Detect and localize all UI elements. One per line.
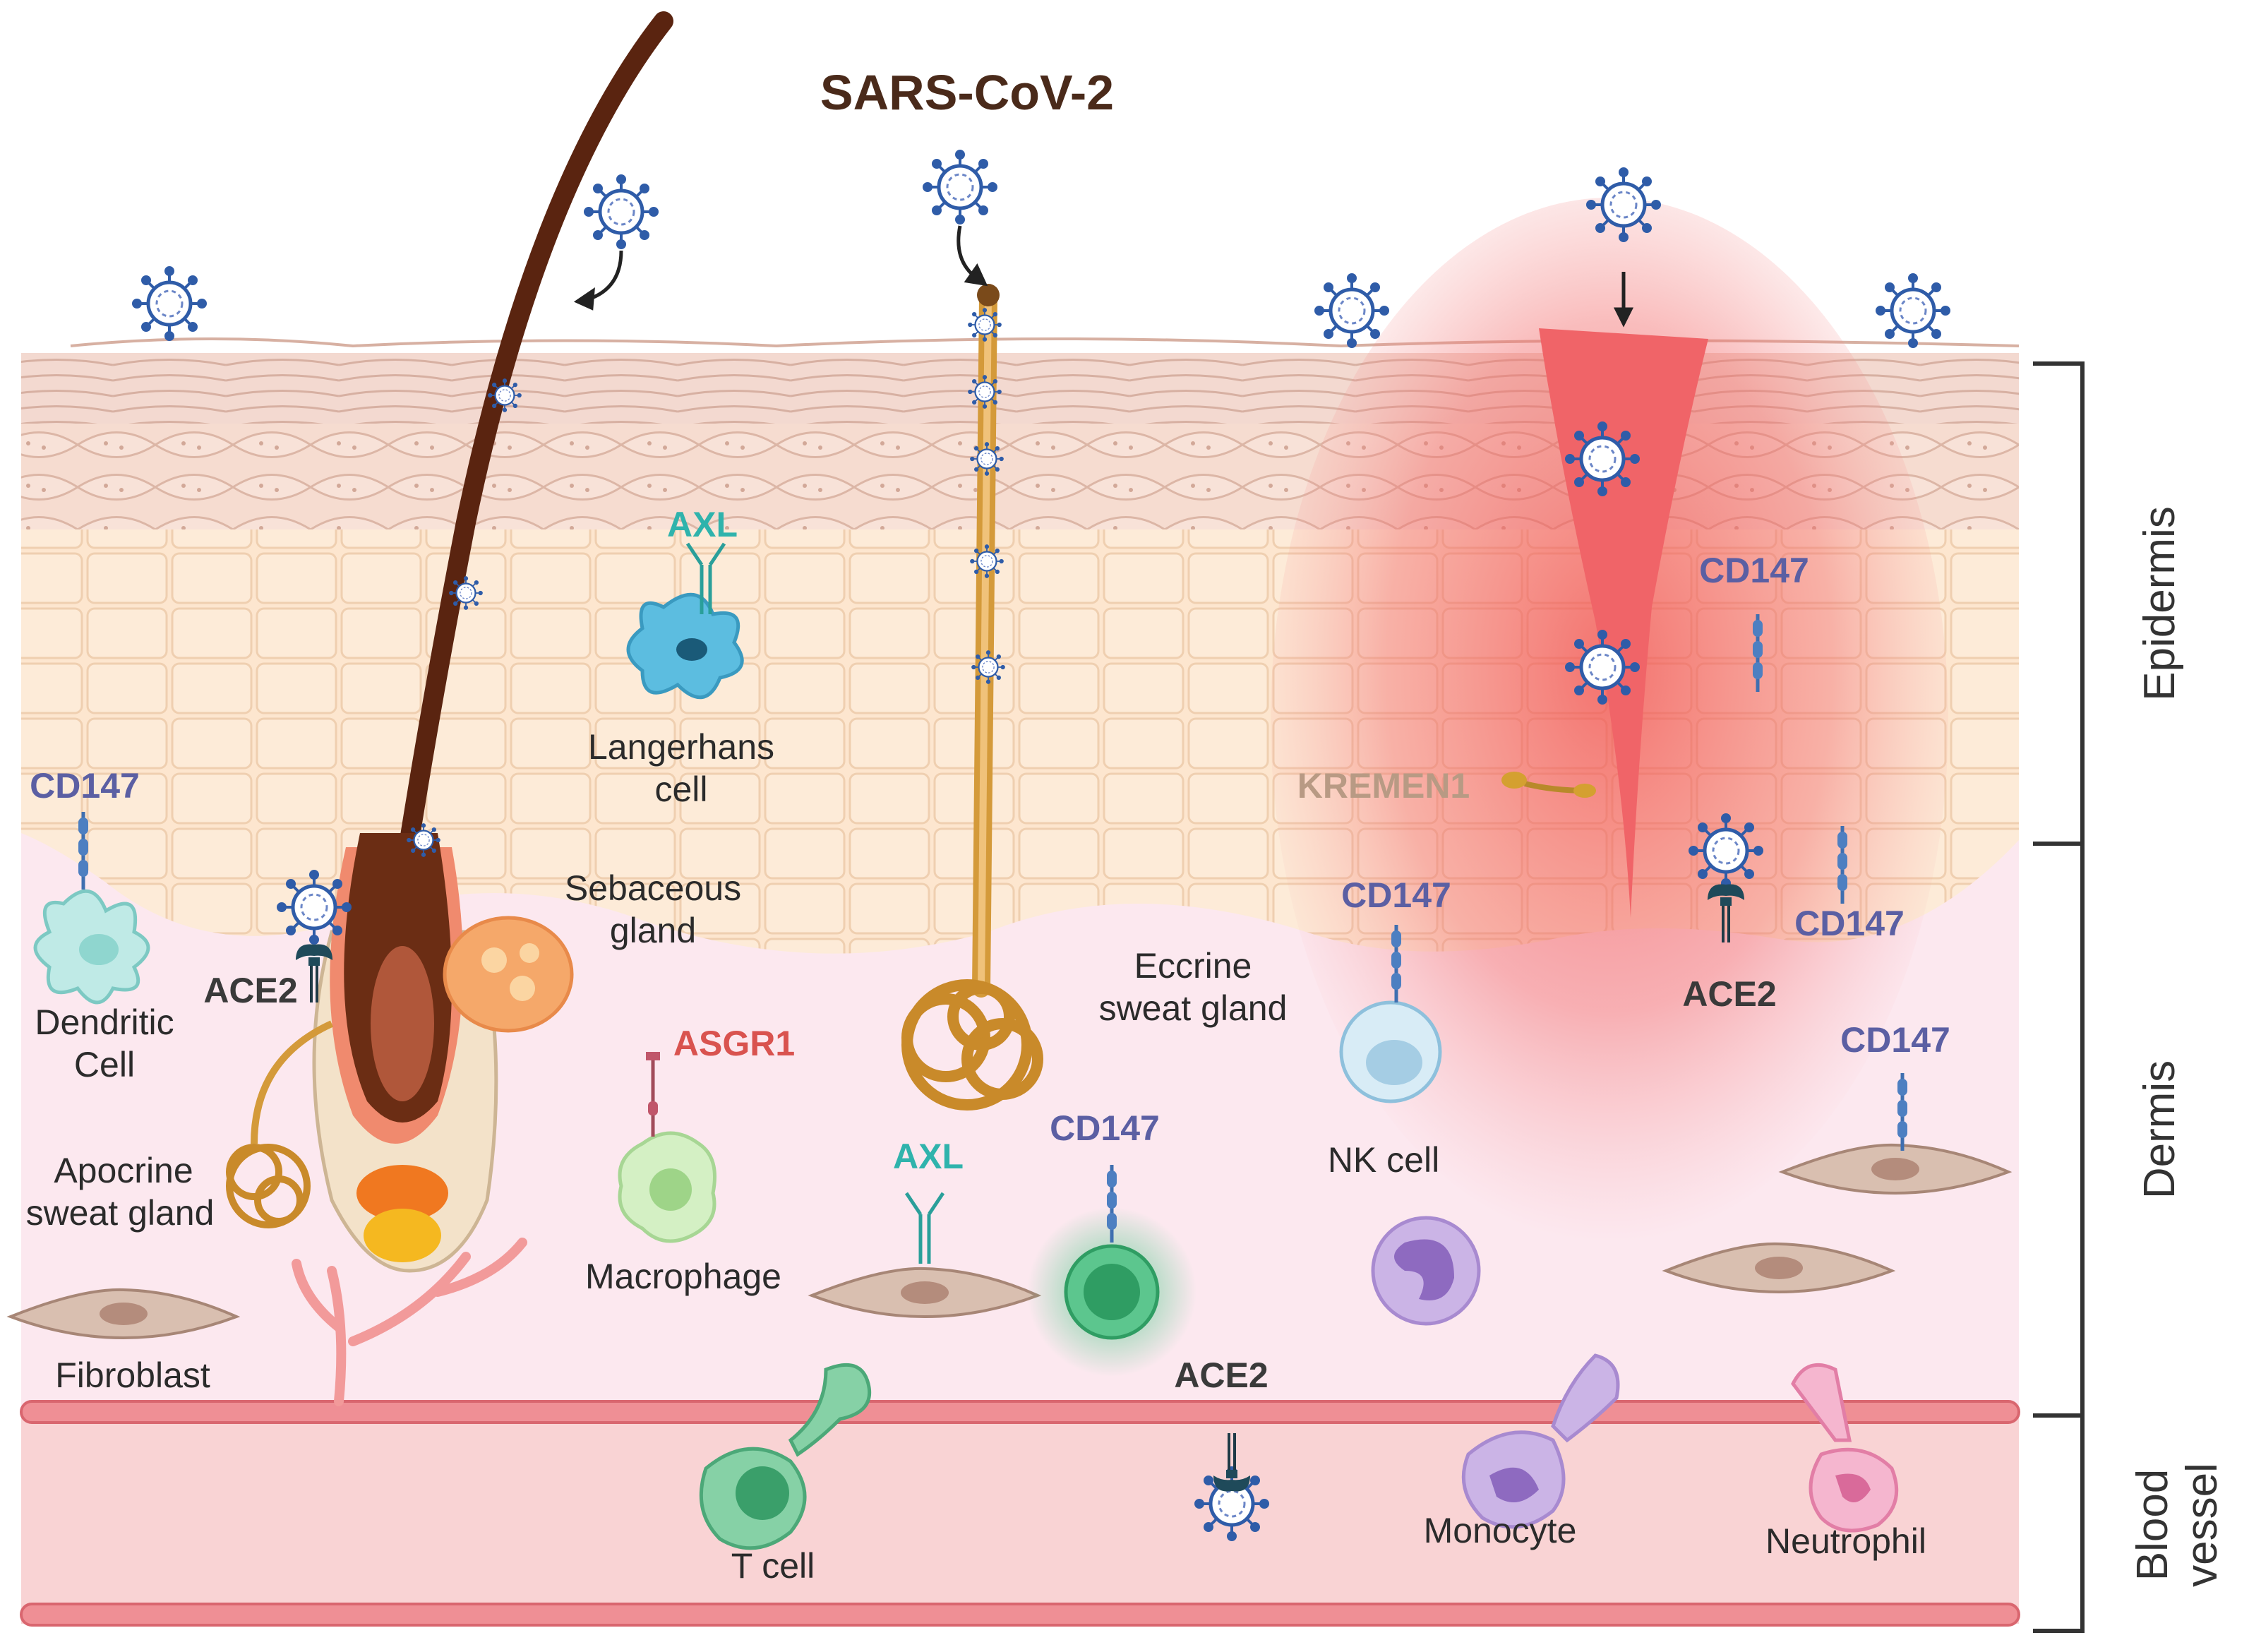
- label-cd147-wound: CD147: [1794, 904, 1905, 943]
- virus-particle: [585, 176, 657, 248]
- label-axl-dermis: AXL: [893, 1137, 964, 1176]
- label-t-cell: T cell: [731, 1546, 815, 1586]
- langerhans-cell: [626, 592, 744, 700]
- label-axl-langerhans: AXL: [667, 505, 738, 544]
- label-monocyte: Monocyte: [1424, 1511, 1577, 1550]
- virus-particle: [1196, 1468, 1268, 1540]
- label-cd147-epidermis: CD147: [1699, 551, 1809, 590]
- region-label-vessel: vessel: [2178, 1463, 2226, 1587]
- label-asgr1: ASGR1: [673, 1024, 795, 1063]
- entry-arrow: [573, 225, 1634, 328]
- virus-particle: [1877, 275, 1949, 347]
- apocrine-sweat-gland: [226, 1144, 311, 1228]
- virus-particle: [1316, 275, 1388, 347]
- sebaceous-gland: [443, 916, 574, 1033]
- virus-particle: [924, 151, 996, 223]
- label-cd147-dendritic: CD147: [30, 766, 140, 806]
- apocrine-duct: [251, 1020, 334, 1144]
- monocyte-vessel: [1461, 1353, 1620, 1529]
- label-nk-cell: NK cell: [1328, 1140, 1439, 1180]
- virus-particle: [1588, 169, 1660, 241]
- label-macrophage: Macrophage: [585, 1257, 781, 1296]
- virus-particle: [1566, 423, 1638, 495]
- label-dendritic-1: Dendritic: [35, 1002, 174, 1042]
- dendritic-cell: [33, 889, 150, 1005]
- kremen1-receptor: [1501, 772, 1596, 798]
- neutrophil: [1791, 1363, 1899, 1533]
- label-neutrophil: Neutrophil: [1765, 1521, 1926, 1561]
- monocyte-dermis: [1371, 1216, 1481, 1326]
- virus-particle: [278, 871, 350, 943]
- asgr1-receptor: [646, 1052, 660, 1137]
- virus-particle: [1690, 815, 1762, 887]
- injury-inflammation-zone: [1271, 198, 1948, 1243]
- label-ace2-wound: ACE2: [1682, 974, 1776, 1014]
- virus-particle: [1566, 631, 1638, 703]
- region-label-epidermis: Epidermis: [2135, 506, 2184, 701]
- label-langerhans-1: Langerhans: [588, 727, 774, 767]
- label-apocrine-2: sweat gland: [26, 1193, 215, 1233]
- label-sebaceous-2: gland: [610, 911, 696, 950]
- capillary: [292, 1238, 527, 1406]
- label-cd147-tcell: CD147: [1050, 1108, 1160, 1148]
- skin-wound: [1539, 328, 1708, 918]
- label-cd147-nk: CD147: [1341, 875, 1451, 915]
- eccrine-sweat-gland: [901, 979, 1043, 1111]
- label-cd147-fibroblast: CD147: [1840, 1020, 1950, 1060]
- blood-vessel: [21, 1412, 2019, 1624]
- label-langerhans-2: cell: [654, 770, 707, 809]
- figure-title: SARS-CoV-2: [820, 65, 1114, 120]
- region-label-blood: Blood: [2128, 1469, 2177, 1581]
- vessel-wall-bottom: [20, 1603, 2020, 1627]
- label-dendritic-2: Cell: [74, 1045, 135, 1084]
- t-cell-vessel: [699, 1363, 872, 1550]
- label-apocrine-1: Apocrine: [54, 1151, 193, 1190]
- hair-shaft: [385, 11, 673, 942]
- label-ace2-vessel: ACE2: [1174, 1355, 1268, 1395]
- virus-particle: [133, 268, 205, 340]
- layer-brackets: [2033, 361, 2085, 1633]
- label-eccrine-1: Eccrine: [1134, 946, 1252, 986]
- label-eccrine-2: sweat gland: [1099, 988, 1288, 1028]
- macrophage: [618, 1131, 716, 1243]
- label-fibroblast: Fibroblast: [55, 1355, 210, 1395]
- dermal-papilla: [356, 1165, 448, 1221]
- label-ace2-hair: ACE2: [203, 971, 297, 1010]
- region-label-dermis: Dermis: [2135, 1060, 2184, 1199]
- vessel-wall-top: [20, 1400, 2020, 1424]
- label-sebaceous-1: Sebaceous: [565, 868, 741, 908]
- label-kremen1: KREMEN1: [1297, 766, 1470, 806]
